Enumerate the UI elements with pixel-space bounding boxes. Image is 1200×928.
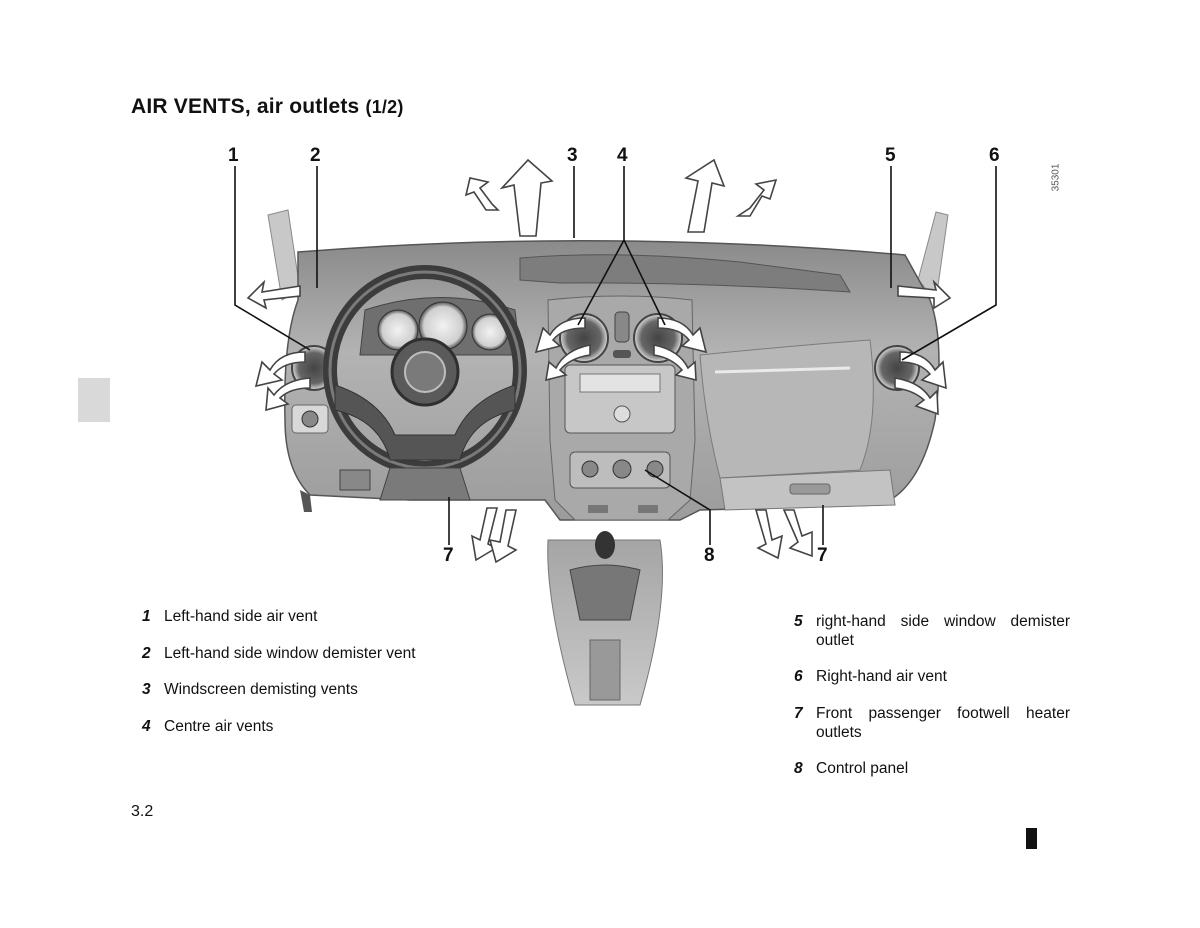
footwell-right-arrow-1 <box>754 509 784 560</box>
section-tab <box>78 378 110 422</box>
left-panel-clip <box>300 490 312 512</box>
legend-number: 1 <box>142 608 151 625</box>
airflow-arrows <box>246 158 952 564</box>
legend-number: 4 <box>142 718 151 735</box>
left-demister-arrow <box>246 279 301 310</box>
windscreen-arrow-2 <box>499 158 554 237</box>
windscreen-arrow-3 <box>684 158 726 233</box>
legend-text: right-hand side window demister outlet <box>816 613 1070 649</box>
legend-number: 6 <box>794 668 803 685</box>
legend-number: 3 <box>142 681 151 698</box>
right-vent-arrow-upper <box>899 351 947 390</box>
bonnet-release <box>339 469 371 491</box>
legend-number: 5 <box>794 613 803 630</box>
legend-text: Left-hand side window demister vent <box>164 645 416 662</box>
legend-text: Right-hand air vent <box>816 668 947 685</box>
radio-display <box>579 373 661 393</box>
centre-button <box>613 350 631 358</box>
callout-1: 1 <box>228 145 239 166</box>
right-demister-arrow <box>897 279 952 310</box>
footwell-right-arrow-2 <box>782 509 813 558</box>
callout-7-right: 7 <box>817 545 828 566</box>
centre-right-arrow-upper <box>657 317 708 354</box>
leader-6 <box>901 166 997 361</box>
callout-2: 2 <box>310 145 321 166</box>
page-title: AIR VENTS, air outlets (1/2) <box>131 95 404 119</box>
legend-number: 8 <box>794 760 803 777</box>
page-number: 3.2 <box>131 803 154 820</box>
left-vent-arrow-lower <box>265 377 311 412</box>
fan-knob <box>581 460 599 478</box>
footwell-left-arrow-2 <box>488 509 518 564</box>
leader-4b <box>623 239 666 326</box>
temperature-knob <box>612 459 632 479</box>
windscreen-arrow-1 <box>464 177 500 211</box>
centre-left-arrow-upper <box>534 317 586 354</box>
legend-text: Control panel <box>816 760 909 777</box>
centre-right-arrow-lower <box>653 344 697 382</box>
footwell-left-arrow-1 <box>470 507 499 562</box>
leader-1 <box>234 166 311 351</box>
glovebox-handle <box>789 483 831 495</box>
hazard-switch <box>614 311 630 343</box>
legend-text: Centre air vents <box>164 718 274 735</box>
handbrake <box>589 639 621 701</box>
console-switch-right <box>638 505 658 513</box>
title-text: AIR VENTS, air outlets <box>131 95 360 118</box>
legend-text: Left-hand side air vent <box>164 608 318 625</box>
callout-5: 5 <box>885 145 896 166</box>
legend-number: 7 <box>794 705 803 722</box>
left-vent-arrow-upper <box>254 351 306 388</box>
glovebox-panel <box>699 339 874 479</box>
callout-8: 8 <box>704 545 715 566</box>
leader-8 <box>644 469 711 545</box>
legend-number: 2 <box>142 645 151 662</box>
right-vent-arrow-lower <box>894 377 939 416</box>
gear-knob <box>595 531 615 559</box>
title-part: (1/2) <box>365 97 404 117</box>
section-end-marker <box>1026 828 1037 849</box>
windscreen-arrow-4 <box>735 178 778 217</box>
rev-counter-gauge <box>377 309 419 351</box>
centre-left-arrow-lower <box>545 344 591 382</box>
distribution-knob <box>646 460 664 478</box>
leader-lines <box>234 166 997 545</box>
callout-3: 3 <box>567 145 578 166</box>
callout-4: 4 <box>617 145 628 166</box>
steering-column <box>379 467 471 501</box>
console-switch-left <box>588 505 608 513</box>
radio-knob <box>613 405 631 423</box>
glovebox-highlight <box>714 366 851 374</box>
legend-text: Front passenger footwell heater outlets <box>816 705 1070 741</box>
callout-7-left: 7 <box>443 545 454 566</box>
light-switch-knob <box>301 410 319 428</box>
dashboard-illustration <box>234 158 997 706</box>
callout-6: 6 <box>989 145 1000 166</box>
legend-text: Windscreen demisting vents <box>164 681 358 698</box>
dashboard-top-tray <box>519 254 851 293</box>
gear-boot <box>569 564 641 621</box>
